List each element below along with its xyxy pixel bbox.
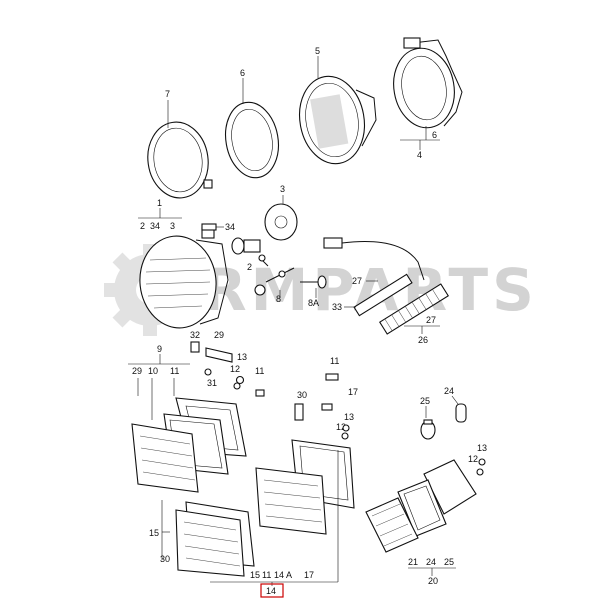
callout-12c: 12: [468, 454, 478, 464]
callout-11a: 11: [255, 366, 264, 376]
callout-34: 34: [150, 221, 160, 231]
front-lens: [175, 509, 245, 577]
retaining-ring: [225, 101, 279, 179]
complete-headlight-unit: [139, 227, 229, 329]
headlight-housing: [393, 37, 463, 129]
screw-31: [204, 368, 212, 376]
callout-29: 29: [214, 330, 224, 340]
callout-13b: 13: [344, 412, 354, 422]
callout-8: 8: [276, 294, 281, 304]
callout-27b: 27: [426, 315, 436, 325]
callout-13c: 13: [477, 443, 487, 453]
callout-6: 6: [240, 68, 245, 78]
left-lamp-lens: [131, 423, 199, 493]
callout-8a: 8A: [308, 298, 319, 308]
callout-27: 27: [352, 276, 362, 286]
highlighted-part-box[interactable]: [260, 583, 284, 598]
callout-26: 26: [418, 335, 428, 345]
bolt-center: [325, 373, 339, 381]
callout-21: 21: [408, 557, 418, 567]
callout-30: 30: [160, 554, 170, 564]
callout-17b: 17: [304, 570, 314, 580]
callout-11: 11: [170, 366, 179, 376]
nut: [233, 375, 245, 390]
callout-20: 20: [428, 576, 438, 586]
turn-signal-lens: [365, 497, 419, 553]
bulb-24: [455, 403, 467, 423]
callout-24: 24: [444, 386, 454, 396]
adjusting-screw-8a: [300, 275, 327, 289]
nut-right: [476, 458, 486, 476]
bulb-socket: [264, 203, 298, 241]
bolt-17: [321, 403, 333, 411]
callout-15b: 15: [250, 570, 260, 580]
bracket-30: [294, 403, 304, 421]
callout-15: 15: [149, 528, 159, 538]
callout-31: 31: [207, 378, 217, 388]
callout-17: 17: [348, 387, 358, 397]
callout-32: 32: [190, 330, 200, 340]
callout-3: 3: [170, 221, 175, 231]
mounting-clip: [190, 341, 200, 353]
center-lamp-reflector: [255, 467, 327, 535]
callout-25b: 25: [444, 557, 454, 567]
callout-30a: 30: [297, 390, 307, 400]
callout-1: 1: [157, 198, 162, 208]
callout-13a: 13: [237, 352, 247, 362]
callout-10: 10: [148, 366, 158, 376]
bolt: [255, 389, 265, 397]
sealed-beam-lens: [299, 75, 377, 165]
callout-2b: 2: [247, 262, 252, 272]
bulb-clip: [201, 223, 217, 231]
callout-11b: 11: [330, 356, 339, 366]
screw: [258, 254, 269, 267]
callout-12b: 12: [336, 422, 346, 432]
callout-14a: 14 A: [274, 570, 292, 580]
headlight-trim-ring: [147, 121, 213, 199]
bulb-25: [420, 419, 436, 440]
callout-24b: 24: [426, 557, 436, 567]
watermark-text: RMPARTS: [202, 256, 538, 324]
callout-14[interactable]: 14: [266, 586, 276, 596]
halogen-bulb: [231, 237, 261, 255]
adjusting-screw: [254, 267, 295, 296]
callout-5: 5: [315, 46, 320, 56]
wiring-cable: [323, 237, 425, 281]
light-strip-frame: [353, 273, 413, 317]
callout-6b: 6: [432, 130, 437, 140]
callout-9: 9: [157, 344, 162, 354]
bracket: [205, 347, 233, 363]
callout-34b: 34: [225, 222, 235, 232]
callout-33: 33: [332, 302, 342, 312]
callout-11c: 11: [262, 570, 271, 580]
callout-7: 7: [165, 89, 170, 99]
callout-29b: 29: [132, 366, 142, 376]
callout-3b: 3: [280, 184, 285, 194]
callout-12a: 12: [230, 364, 240, 374]
callout-4: 4: [417, 150, 422, 160]
nut-center: [341, 424, 350, 440]
light-strip-lens: [379, 283, 449, 335]
turn-signal-housing: [423, 459, 477, 515]
callout-2: 2: [140, 221, 145, 231]
callout-25: 25: [420, 396, 430, 406]
